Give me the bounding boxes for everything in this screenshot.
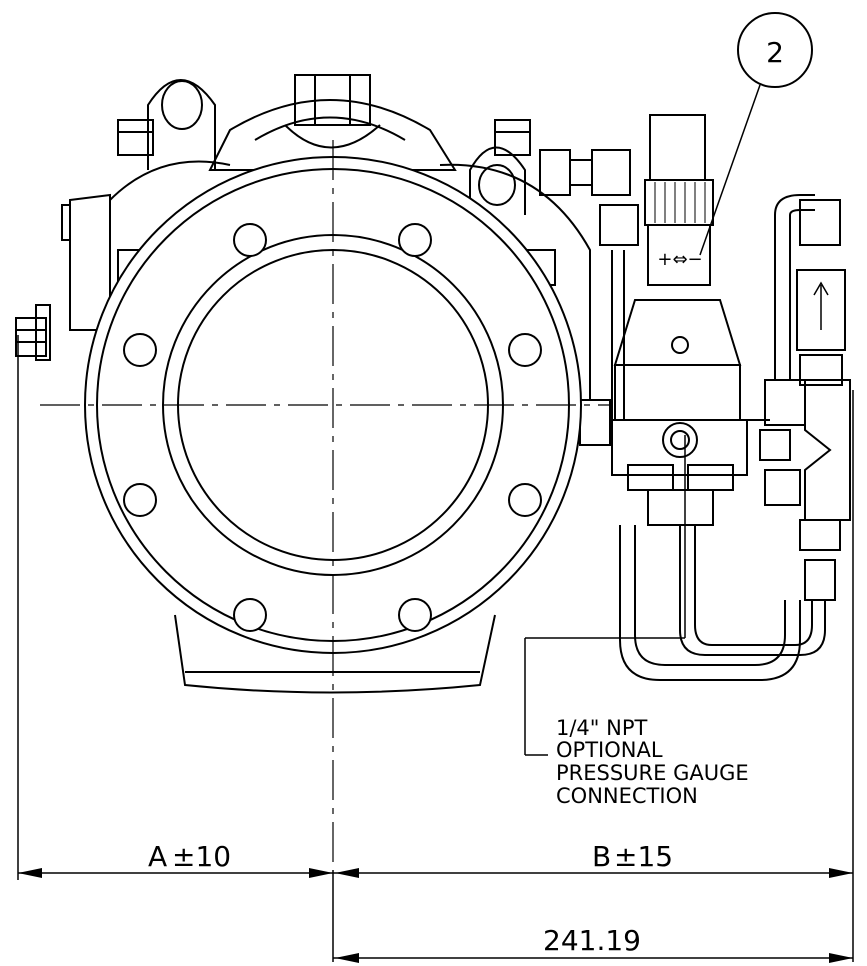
bolt-hole [398,598,432,632]
u-tube-inner [679,525,826,656]
adjust-direction-icon: +⇔− [657,249,702,270]
balloon-number: 2 [766,36,784,69]
note-line: PRESSURE GAUGE [556,761,749,785]
pilot-upper-body [647,224,711,286]
note-line: 1/4" NPT [556,716,648,740]
dim-b-label: B [592,840,611,873]
u-tube-outer [619,525,801,681]
cover-bolt-right [494,119,531,156]
left-plug-fitting [15,317,47,357]
body-side-stub [61,204,70,241]
dim-a-tolerance: ±10 [172,840,231,873]
tube-fitting-top [799,199,841,246]
top-hex-nut [294,74,371,126]
pressure-gauge-note: 1/4" NPT OPTIONAL PRESSURE GAUGE CONNECT… [556,716,749,808]
note-leader [524,435,686,756]
pilot-base [611,419,748,476]
flow-arrow-icon [813,281,829,330]
elbow-fitting [591,149,631,196]
lifting-eye-left [147,79,216,170]
dim-b-tolerance: ±15 [614,840,673,873]
pilot-port [662,422,698,458]
bolt-hole [123,483,157,517]
body-outlet-stub [579,399,611,446]
lifting-eye-right [469,146,526,215]
bolt-hole [233,598,267,632]
bolt-hole [123,333,157,367]
dim-overall-value: 241.19 [543,924,641,957]
note-line: OPTIONAL [556,738,663,762]
dim-a-label: A [148,840,167,873]
pilot-diaphragm-housing [614,364,741,421]
pilot-mid-body [613,299,742,366]
bolt-hole [398,223,432,257]
bolt-hole [508,333,542,367]
tee-fitting [764,379,806,426]
bolt-hole [508,483,542,517]
adjusting-cap [649,114,706,181]
item-balloon: 2 [699,12,813,256]
note-line: CONNECTION [556,784,698,808]
bolt-hole [233,223,267,257]
tube-top-bend [774,194,815,216]
centerlines [40,140,610,870]
dimension-lines [17,335,854,963]
pilot-bottom-nut [647,489,714,526]
strainer-body [804,379,851,521]
base-support [174,614,496,694]
flow-check [796,269,846,351]
cover-bolt-left [117,119,154,156]
pilot-assembly [539,114,851,681]
